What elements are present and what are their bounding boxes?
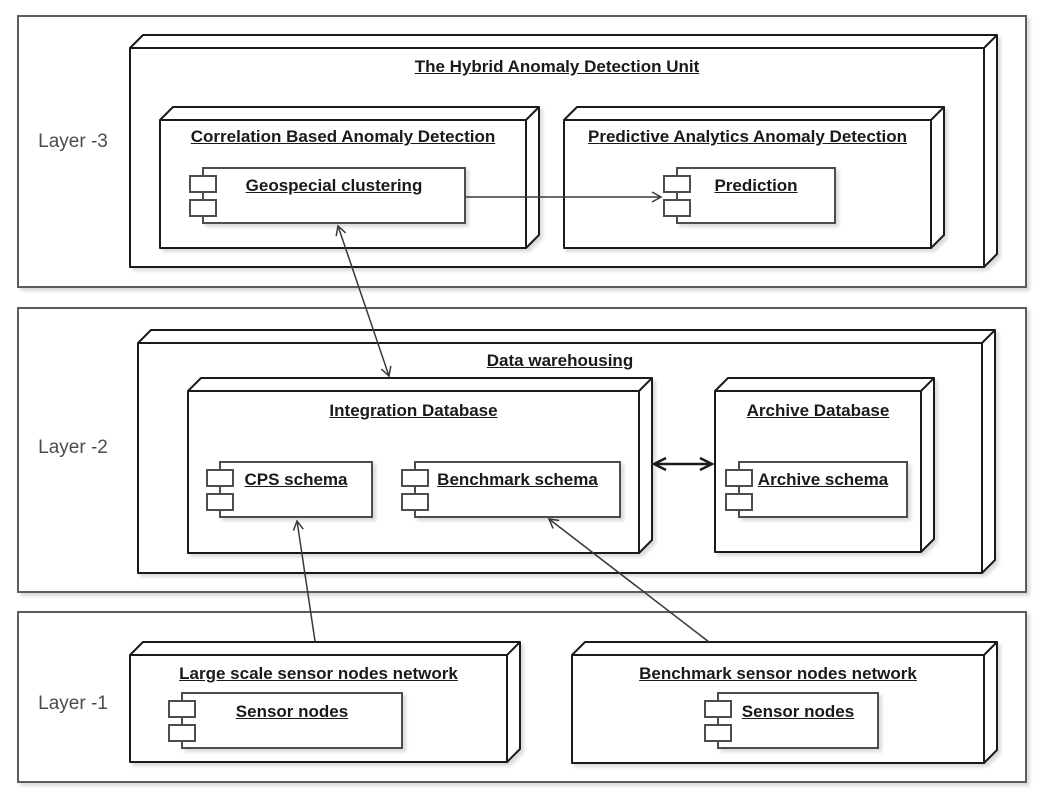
prediction-label: Prediction — [714, 176, 798, 195]
geospecial-component — [189, 167, 466, 224]
sensor-nodes-right-label: Sensor nodes — [741, 702, 855, 721]
component-icon — [401, 469, 429, 487]
component-icon — [663, 199, 691, 217]
component-icon — [206, 469, 234, 487]
benchmark-network-title: Benchmark sensor nodes network — [639, 664, 917, 683]
edge-largescale-to-cps — [292, 519, 316, 642]
component-icon — [704, 724, 732, 742]
archive-schema-label: Archive schema — [757, 470, 889, 489]
layer2-label: Layer -2 — [38, 437, 108, 458]
cps-schema-label: CPS schema — [244, 470, 348, 489]
component-icon — [206, 493, 234, 511]
archive-db-title: Archive Database — [746, 401, 890, 420]
component-icon — [168, 700, 196, 718]
correlation-title: Correlation Based Anomaly Detection — [190, 127, 496, 146]
component-icon — [401, 493, 429, 511]
component-icon — [725, 493, 753, 511]
sensor-nodes-left-component — [168, 692, 403, 749]
cps-schema-component — [206, 461, 373, 518]
benchmark-schema-label: Benchmark schema — [437, 470, 598, 489]
benchmark-schema-component — [401, 461, 621, 518]
component-icon — [189, 199, 217, 217]
integration-db-title: Integration Database — [329, 401, 498, 420]
hybrid-unit-title: The Hybrid Anomaly Detection Unit — [414, 57, 700, 76]
sensor-nodes-right-component — [704, 692, 879, 749]
sensor-nodes-left-label: Sensor nodes — [235, 702, 349, 721]
component-icon — [663, 175, 691, 193]
layer3-label: Layer -3 — [38, 131, 108, 152]
component-icon — [168, 724, 196, 742]
warehousing-title: Data warehousing — [486, 351, 634, 370]
prediction-component — [663, 167, 836, 224]
archive-schema-component — [725, 461, 908, 518]
large-scale-network-title: Large scale sensor nodes network — [179, 664, 458, 683]
component-icon — [725, 469, 753, 487]
edge-benchmarknet-to-benchmarkschema — [547, 518, 710, 643]
component-icon — [189, 175, 217, 193]
layer1-label: Layer -1 — [38, 693, 108, 714]
geospecial-label: Geospecial clustering — [245, 176, 423, 195]
predictive-title: Predictive Analytics Anomaly Detection — [587, 127, 907, 146]
component-icon — [704, 700, 732, 718]
edge-geospecial-integration-double — [335, 224, 392, 378]
